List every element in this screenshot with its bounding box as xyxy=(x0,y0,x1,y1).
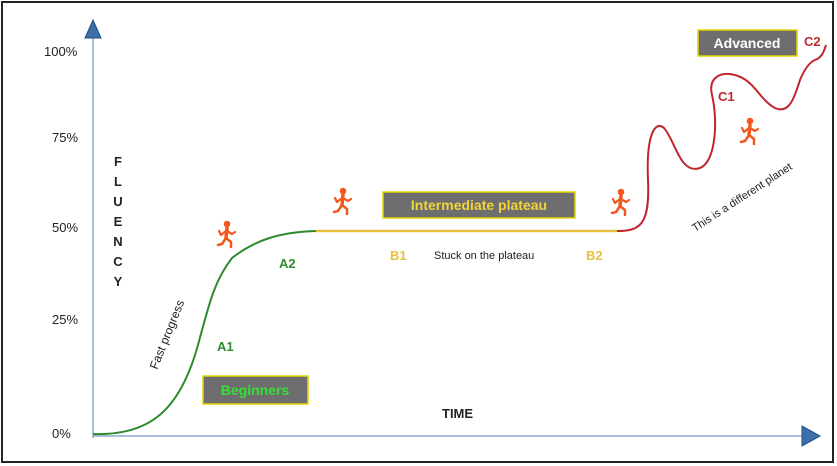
level-b1: B1 xyxy=(390,248,407,263)
different-planet-note: This is a different planet xyxy=(690,161,794,235)
y-title-letter: U xyxy=(113,194,122,209)
y-title-letter: L xyxy=(114,174,122,189)
level-a2: A2 xyxy=(279,256,296,271)
y-tick-25: 25% xyxy=(52,312,78,327)
y-title-letter: N xyxy=(113,234,122,249)
advanced-curve xyxy=(616,44,827,232)
level-c2: C2 xyxy=(804,34,821,49)
stuck-note: Stuck on the plateau xyxy=(434,250,534,262)
y-title-letter: F xyxy=(114,154,122,169)
beginner-curve xyxy=(92,230,317,436)
y-tick-75: 75% xyxy=(52,130,78,145)
y-tick-100: 100% xyxy=(44,44,78,59)
y-title-letter: C xyxy=(113,254,123,269)
y-axis-arrow-icon xyxy=(84,18,102,39)
x-axis-arrow-icon xyxy=(801,425,822,447)
runner-icon xyxy=(332,185,353,216)
runner-icon xyxy=(216,218,237,249)
runner-icon xyxy=(739,115,760,146)
beginners-box: Beginners xyxy=(202,375,309,405)
beginners-label: Beginners xyxy=(221,382,290,398)
intermediate-label: Intermediate plateau xyxy=(411,197,547,213)
advanced-label: Advanced xyxy=(714,35,781,51)
y-title-letter: E xyxy=(114,214,123,229)
y-axis-title: F L U E N C Y xyxy=(113,154,123,289)
y-tick-0: 0% xyxy=(52,426,71,441)
y-tick-50: 50% xyxy=(52,220,78,235)
intermediate-box: Intermediate plateau xyxy=(382,191,576,219)
advanced-box: Advanced xyxy=(697,29,798,57)
runner-icon xyxy=(610,186,631,217)
level-a1: A1 xyxy=(217,339,234,354)
level-c1: C1 xyxy=(718,89,735,104)
y-title-letter: Y xyxy=(114,274,123,289)
x-axis-title: TIME xyxy=(442,406,473,421)
level-b2: B2 xyxy=(586,248,603,263)
fast-progress-note: Fast progress xyxy=(147,298,187,371)
